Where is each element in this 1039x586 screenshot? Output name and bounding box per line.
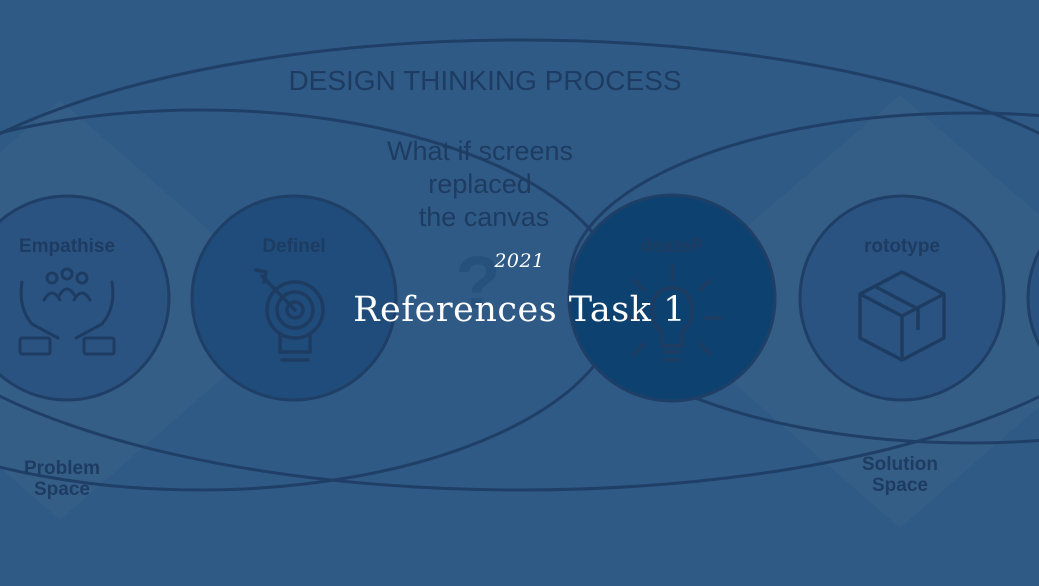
people-in-hands-icon [18,267,116,356]
slide-year: 2021 [494,250,545,272]
question-mark: ? [455,241,500,324]
stage-circle-test [1026,248,1039,348]
slide-title: References Task 1 [353,290,686,330]
problem-space-label-2: Space [34,479,90,500]
stage-circle-empathise [0,194,171,402]
outer-ellipse [0,38,1039,492]
stage-label-ideate: deateP [641,236,704,257]
target-bulb-icon [254,268,325,362]
stage-label-empathise: Empathise [19,236,115,257]
stage-circle-ideate [567,193,777,403]
process-heading: DESIGN THINKING PROCESS [288,65,681,96]
problem-space-label-1: Problem [24,458,100,479]
question-line-3: the canvas [419,202,550,232]
solution-space-label-2: Space [872,475,928,496]
question-line-1: What if screens [387,136,573,166]
stage-label-define: Definel [262,236,325,257]
question-line-2: replaced [428,169,532,199]
stage-circle-prototype [798,194,1006,402]
stage-circle-define [190,194,398,402]
solution-space-label-1: Solution [862,454,938,475]
lightbulb-idea-icon [622,264,722,362]
stage-label-prototype: rototype [864,236,940,257]
cube-icon [858,270,946,362]
